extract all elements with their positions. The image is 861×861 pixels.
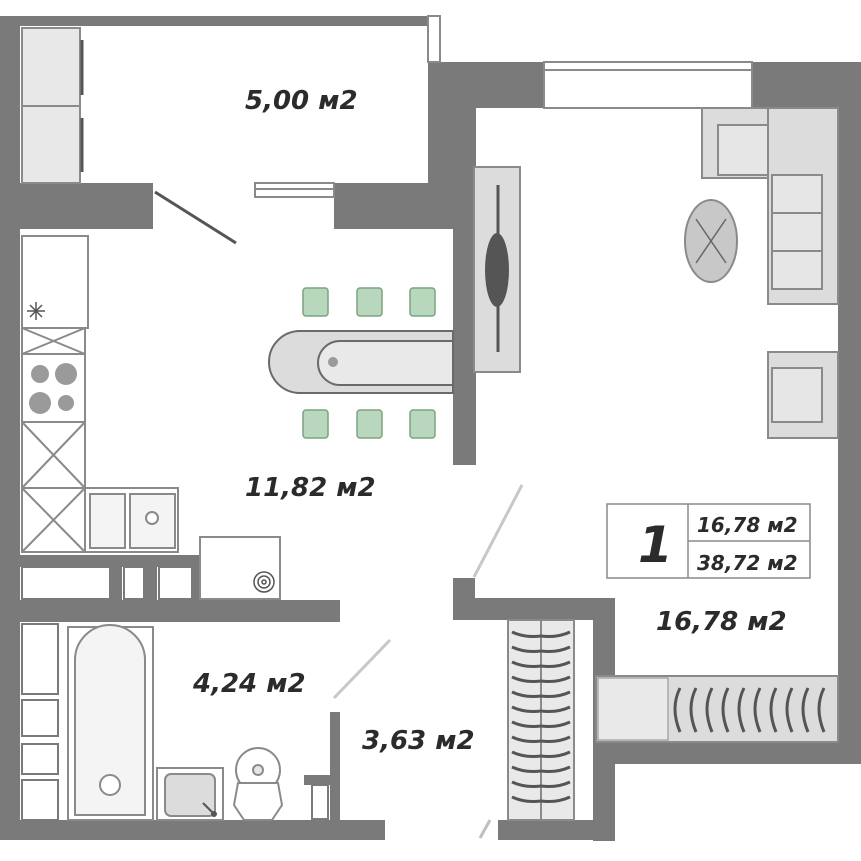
- area-label-kitchen: 11,82 м2: [245, 473, 376, 503]
- dining-chairs: [302, 287, 436, 439]
- wardrobe-hanger: [511, 720, 542, 728]
- wardrobe-hanger: [540, 720, 571, 728]
- summary-living-area: 16,78 м2: [697, 513, 798, 537]
- wardrobe-hanger: [511, 660, 542, 668]
- balcony-cabinets: [21, 27, 84, 184]
- radiator-fin: [721, 687, 730, 733]
- windows: [254, 15, 753, 198]
- wardrobe-hanger: [511, 750, 542, 758]
- radiator-fin: [753, 687, 762, 733]
- toilet: [232, 747, 284, 821]
- sofa: [701, 107, 839, 439]
- wardrobe-hanger: [540, 675, 571, 683]
- summary-box: [606, 503, 811, 579]
- wardrobe-hanger: [511, 795, 542, 803]
- wardrobe-hanger: [540, 750, 571, 758]
- area-label-balcony: 5,00 м2: [245, 86, 358, 116]
- wardrobe: [507, 619, 575, 821]
- balcony-door: [154, 190, 237, 245]
- wardrobe-hanger: [511, 735, 542, 743]
- radiator-fin: [785, 687, 794, 733]
- wardrobe-hanger: [540, 630, 571, 638]
- kitchen-counter: [21, 235, 281, 600]
- coffee-table: [684, 199, 738, 283]
- door-swings: [332, 484, 524, 700]
- stove-burners: [29, 363, 77, 414]
- radiator-fin: [769, 687, 778, 733]
- fridge-icon: [27, 302, 45, 320]
- wardrobe-hanger: [540, 795, 571, 803]
- wardrobe-hanger: [511, 705, 542, 713]
- radiator-fin: [689, 687, 698, 733]
- wardrobe-hanger: [511, 765, 542, 773]
- wardrobe-hanger: [511, 780, 542, 788]
- wardrobe-hanger: [511, 690, 542, 698]
- radiator-fin: [673, 687, 682, 733]
- wardrobe-hanger: [540, 690, 571, 698]
- area-label-hallway: 3,63 м2: [362, 726, 475, 756]
- wardrobe-hanger: [540, 645, 571, 653]
- wardrobe-hanger: [511, 675, 542, 683]
- area-label-bathroom: 4,24 м2: [192, 669, 306, 699]
- wall-niches: [21, 566, 329, 821]
- walls: [0, 16, 861, 841]
- wardrobe-hanger: [540, 705, 571, 713]
- wardrobe-hanger: [511, 630, 542, 638]
- sink: [156, 767, 224, 821]
- radiator-fin: [801, 687, 810, 733]
- door-swings-dark: [478, 819, 492, 839]
- boiler-icon: [253, 571, 275, 593]
- area-label-living: 16,78 м2: [656, 607, 787, 637]
- wardrobe-hanger: [540, 765, 571, 773]
- bathtub: [67, 624, 154, 821]
- radiator-fin: [737, 687, 746, 733]
- wardrobe-hanger: [540, 735, 571, 743]
- wardrobe-hanger: [511, 645, 542, 653]
- radiator: [595, 675, 839, 743]
- wardrobe-hanger: [540, 780, 571, 788]
- dining-table: [268, 330, 454, 394]
- wardrobe-hanger: [540, 660, 571, 668]
- radiator-fin: [705, 687, 714, 733]
- summary-total-area: 38,72 м2: [697, 551, 798, 575]
- radiator-fin: [817, 687, 826, 733]
- summary-room-count: 1: [638, 516, 673, 574]
- tv-stand: [473, 166, 521, 373]
